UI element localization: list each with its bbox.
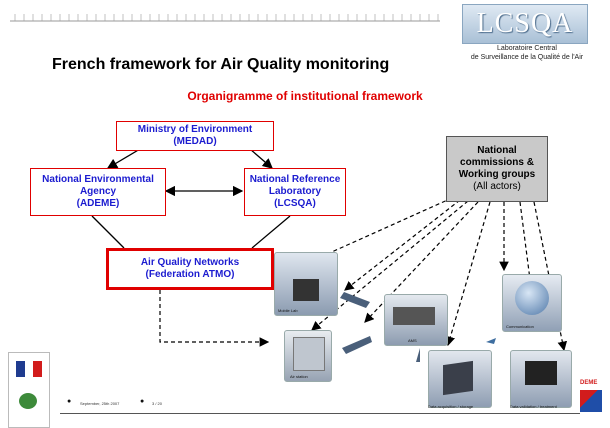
- lcsqa-name-line1: National Reference: [249, 174, 341, 185]
- ministry-emblem: [19, 393, 37, 409]
- mobile-lab-label: Mobile Lab: [278, 308, 298, 313]
- air-station-image: [284, 330, 332, 382]
- footer-line: [60, 413, 580, 414]
- data-acquisition-image: [428, 350, 492, 408]
- logo-caption-line1: Laboratoire Central: [497, 45, 557, 52]
- atmo-name: Air Quality Networks: [140, 257, 240, 268]
- air-station-label: Air station: [290, 374, 308, 379]
- national-line4: (All actors): [473, 181, 521, 192]
- lcsqa-logo: LCSQA: [462, 4, 588, 44]
- data-validation-image: [510, 350, 572, 408]
- ademe-box: National Environmental Agency (ADEME): [30, 168, 166, 216]
- atmo-box: Air Quality Networks (Federation ATMO): [106, 248, 274, 290]
- national-line3: Working groups: [458, 169, 536, 180]
- data-acquisition-label: Data acquisition / storage: [428, 404, 474, 409]
- ministry-box: Ministry of Environment (MEDAD): [116, 121, 274, 151]
- ademe-name-line1: National Environmental: [42, 174, 154, 185]
- ademe-name-line2: Agency: [79, 186, 117, 197]
- dashed-nat-5: [445, 201, 491, 347]
- ademe-logo: DEME: [580, 380, 604, 420]
- arrow-ministry-lcsqa: [249, 148, 273, 169]
- ministry-acronym: (MEDAD): [173, 136, 217, 147]
- logo-caption: Laboratoire Central de Surveillance de l…: [452, 44, 602, 62]
- data-validation-label: Data validation / treatment: [510, 404, 557, 409]
- monitoring-chain-illustration: Mobile Lab Air station AMS Modems Data a…: [270, 240, 580, 412]
- lcsqa-name-line2: Laboratory: [268, 186, 322, 197]
- communication-label: Communication: [506, 324, 534, 329]
- decorative-ruler: [10, 14, 440, 22]
- dashed-nat-3: [311, 200, 469, 331]
- lcsqa-box: National Reference Laboratory (LCSQA): [244, 168, 346, 216]
- footer-page-number: 3 / 20: [152, 401, 163, 406]
- dashed-atmo-illustration: [159, 290, 270, 347]
- ademe-logo-text: DEME: [580, 380, 598, 386]
- footer-bullet-1: ●: [67, 398, 72, 405]
- national-commissions-box: National commissions & Working groups (A…: [446, 136, 548, 202]
- line-ademe-atmo: [91, 215, 125, 249]
- logo-caption-line2: de Surveillance de la Qualité de l'Air: [470, 54, 584, 61]
- national-line1: National: [477, 145, 517, 156]
- dashed-nat-2: [344, 199, 461, 291]
- line-lcsqa-atmo: [251, 215, 291, 249]
- ams-image: [384, 294, 448, 346]
- footer-bullet-2: ●: [140, 398, 145, 405]
- ademe-logo-mark: [580, 390, 602, 412]
- atmo-federation: (Federation ATMO): [145, 269, 235, 280]
- slide-subtitle: Organigramme of institutional framework: [187, 89, 423, 103]
- republique-francaise-flag: [16, 361, 43, 377]
- communication-image: [502, 274, 562, 332]
- footer-date: September, 25th 2007: [80, 401, 120, 406]
- ademe-acronym: (ADEME): [76, 198, 120, 209]
- national-line2: commissions &: [460, 157, 534, 168]
- ministry-name: Ministry of Environment: [137, 124, 253, 135]
- arrow-ministry-ademe: [106, 148, 141, 169]
- slide-title: French framework for Air Quality monitor…: [52, 56, 390, 73]
- government-logos: [8, 352, 50, 428]
- ams-label: AMS: [408, 338, 417, 343]
- mobile-lab-image: [274, 252, 338, 316]
- lcsqa-acronym: (LCSQA): [274, 198, 316, 209]
